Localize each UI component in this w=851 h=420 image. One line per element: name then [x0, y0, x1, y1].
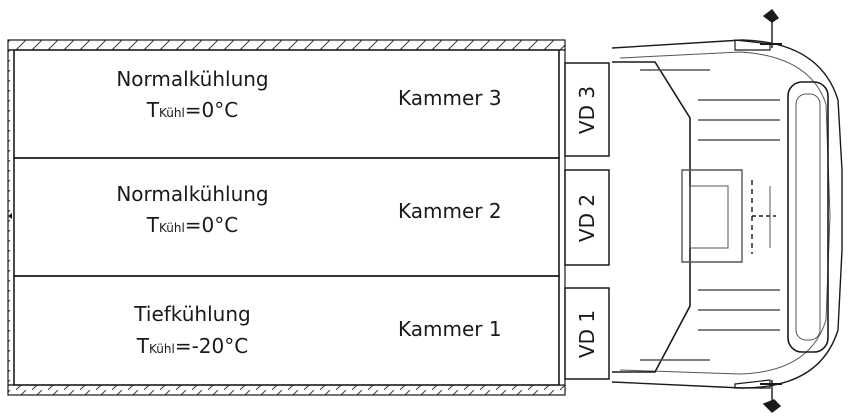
temperature-value: =0°C — [184, 98, 239, 122]
temperature-symbol: T — [136, 334, 149, 358]
temperature-subscript: Kühl — [149, 342, 175, 356]
temperature-value: =0°C — [184, 213, 239, 237]
evaporator-1-label: VD 1 — [575, 309, 600, 358]
evaporator-box-1 — [564, 287, 610, 380]
compartment-1-temperature: TKühl=-20°C — [100, 334, 285, 358]
evaporator-box-3 — [564, 62, 610, 157]
temperature-subscript: Kühl — [158, 221, 185, 235]
compartment-3-mode: Normalkühlung — [116, 67, 269, 91]
temperature-value: =-20°C — [174, 334, 249, 358]
evaporator-box-2 — [564, 169, 610, 266]
container-wall-bottom — [7, 384, 566, 396]
compartment-2-mode: Normalkühlung — [116, 182, 269, 206]
compartment-3-temperature: TKühl=0°C — [100, 98, 285, 122]
compartment-1-mode: Tiefkühlung — [134, 302, 251, 326]
rear-door-hinge — [8, 213, 12, 219]
temperature-symbol: T — [146, 98, 159, 122]
evaporator-2-label: VD 2 — [575, 193, 600, 242]
compartment-1 — [13, 275, 560, 386]
side-mirror-bottom — [760, 380, 782, 413]
temperature-subscript: Kühl — [158, 106, 185, 120]
compartment-3-chamber-label: Kammer 3 — [398, 86, 502, 110]
evaporator-3-label: VD 3 — [575, 85, 600, 134]
truck-cab — [611, 39, 843, 389]
container-wall-top — [7, 39, 566, 51]
side-mirror-top — [760, 9, 782, 48]
temperature-symbol: T — [146, 213, 159, 237]
compartment-2-temperature: TKühl=0°C — [100, 213, 285, 237]
compartment-2-chamber-label: Kammer 2 — [398, 199, 502, 223]
compartment-1-chamber-label: Kammer 1 — [398, 317, 502, 341]
